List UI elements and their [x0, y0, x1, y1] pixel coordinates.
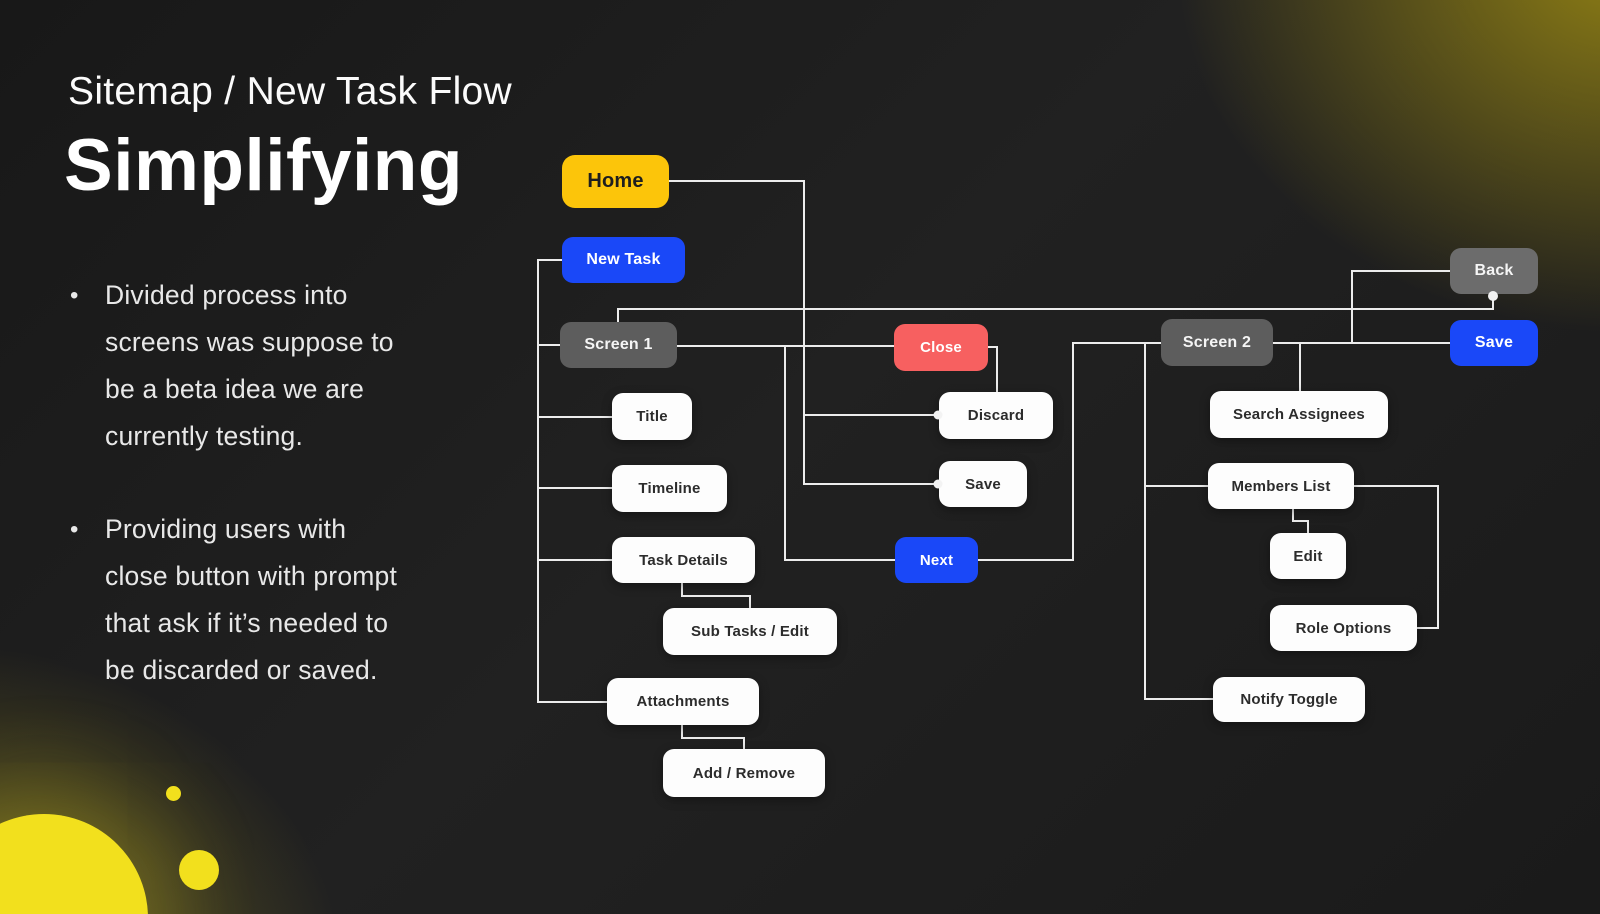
- node-save-final: Save: [1450, 320, 1538, 366]
- bullet-item: • Divided process into screens was suppo…: [70, 272, 540, 460]
- node-home: Home: [562, 155, 669, 208]
- page-title: Simplifying: [64, 125, 463, 206]
- node-sub-tasks-edit: Sub Tasks / Edit: [663, 608, 837, 655]
- node-next: Next: [895, 537, 978, 583]
- node-search-assignees: Search Assignees: [1210, 391, 1388, 438]
- bullet-dot: •: [70, 516, 79, 543]
- node-role-options: Role Options: [1270, 605, 1417, 651]
- decor-circle-small: [166, 786, 181, 801]
- node-task-details: Task Details: [612, 537, 755, 583]
- node-notify-toggle: Notify Toggle: [1213, 677, 1365, 722]
- node-timeline: Timeline: [612, 465, 727, 512]
- slide-kicker: Sitemap / New Task Flow: [68, 70, 512, 113]
- bullet-list: • Divided process into screens was suppo…: [70, 272, 540, 740]
- bullet-text: Divided process into screens was suppose…: [105, 280, 394, 451]
- decor-circle-medium: [179, 850, 219, 890]
- bullet-dot: •: [70, 282, 79, 309]
- node-edit: Edit: [1270, 533, 1346, 579]
- bullet-text: Providing users with close button with p…: [105, 514, 398, 685]
- node-screen-2: Screen 2: [1161, 319, 1273, 366]
- bullet-item: • Providing users with close button with…: [70, 506, 540, 694]
- node-save-prompt: Save: [939, 461, 1027, 507]
- node-new-task: New Task: [562, 237, 685, 283]
- node-back: Back: [1450, 248, 1538, 294]
- node-close: Close: [894, 324, 988, 371]
- node-attachments: Attachments: [607, 678, 759, 725]
- node-screen-1: Screen 1: [560, 322, 677, 368]
- node-members-list: Members List: [1208, 463, 1354, 509]
- node-add-remove: Add / Remove: [663, 749, 825, 797]
- node-title: Title: [612, 393, 692, 440]
- node-discard: Discard: [939, 392, 1053, 439]
